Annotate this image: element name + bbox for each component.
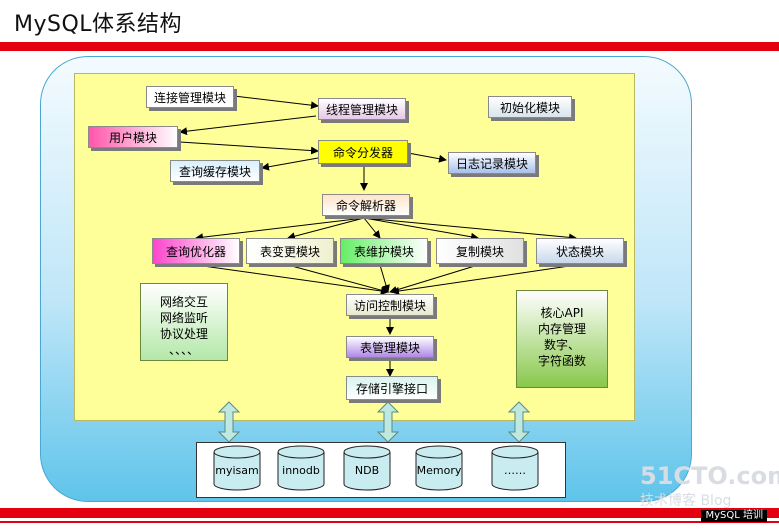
core-note-line: 字符函数 [537,354,586,368]
network-note-line: 网络交互 [159,295,208,309]
watermark-site: 51CTO.com [640,462,779,490]
network-note-line: 网络监听 [159,311,208,325]
status-module: 状态模块 [536,238,624,264]
engine-cylinder-innodb [277,445,325,491]
engine-label-myisam: myisam [215,464,259,477]
optimizer-module: 查询优化器 [152,238,240,264]
top-red-bar [0,42,779,51]
connection-module: 连接管理模块 [146,86,234,108]
engine-label-ndb: NDB [354,464,380,477]
core-api-note: 核心API 内存管理 数字、 字符函数 [516,290,608,388]
core-note-line: 核心API [540,306,584,320]
core-note-line: 内存管理 [537,322,586,336]
core-note-line: 数字、 [543,338,580,352]
log-module: 日志记录模块 [448,152,536,174]
network-note-line: 协议处理 [159,327,208,341]
replication-module: 复制模块 [436,238,524,264]
storage-interface-module: 存储引擎接口 [346,376,438,400]
bottom-red-bar [0,508,779,518]
network-note-line: 、、、、 [168,343,199,357]
engine-cylinder-ndb [343,445,391,491]
thread-module: 线程管理模块 [318,98,406,120]
engine-cylinder-myisam [213,445,261,491]
table-manager-module: 表管理模块 [346,336,434,358]
dispatcher-module: 命令分发器 [318,140,408,164]
engine-label-innodb: innodb [282,464,320,477]
engine-cylinder-memory [415,445,463,491]
engine-label-more: …… [504,464,526,477]
page-title: MySQL体系结构 [14,12,183,37]
parser-module: 命令解析器 [322,194,410,216]
watermark-sub: 技术博客 Blog [640,493,732,509]
network-note: 网络交互 网络监听 协议处理 、、、、 [140,283,228,361]
footer-label: MySQL 培训 [701,510,767,522]
query-cache-module: 查询缓存模块 [170,160,260,182]
bottom-red-line [0,521,779,523]
user-module: 用户模块 [88,126,178,148]
table-change-module: 表变更模块 [246,238,334,264]
engine-label-memory: Memory [416,464,462,477]
table-maintenance-module: 表维护模块 [340,238,428,264]
init-module: 初始化模块 [488,96,572,118]
engine-cylinder-more [491,445,539,491]
access-control-module: 访问控制模块 [346,294,434,316]
